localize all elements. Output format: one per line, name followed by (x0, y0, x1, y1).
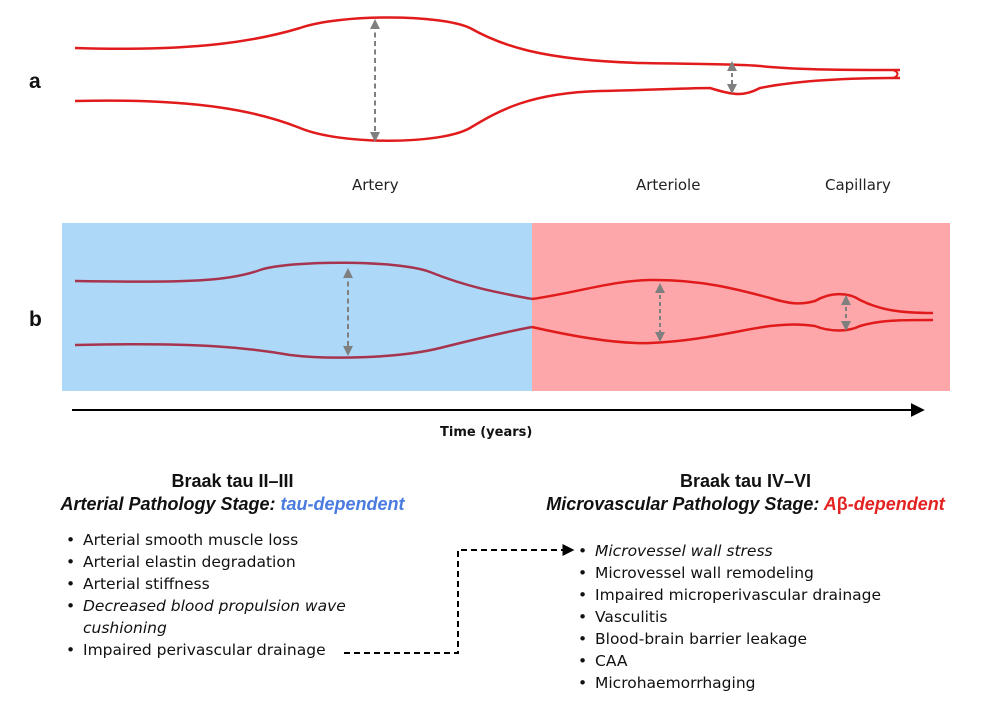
stage1-subtitle: Arterial Pathology Stage: tau-dependent (0, 493, 465, 516)
stage1-header: Braak tau II–III Arterial Pathology Stag… (0, 470, 465, 516)
panel-a-vessel (74, 16, 901, 142)
list-item: Microhaemorrhaging (578, 672, 988, 694)
list-item: Arterial smooth muscle loss (66, 529, 366, 551)
list-item: Blood-brain barrier leakage (578, 628, 988, 650)
panel-label-a: a (29, 70, 41, 93)
stage1-background (62, 223, 532, 391)
stage2-subtitle-highlight-a: A (823, 494, 837, 514)
vessel-diagram (62, 16, 950, 417)
list-item: CAA (578, 650, 988, 672)
list-item: Arterial stiffness (66, 573, 366, 595)
stage2-subtitle-prefix: Microvascular Pathology Stage: (546, 494, 824, 514)
stage2-header: Braak tau IV–VI Microvascular Pathology … (500, 470, 991, 516)
stage1-subtitle-highlight: tau-dependent (280, 494, 405, 514)
panel-b-artery-lower-wall (74, 325, 533, 359)
artery-label: Artery (352, 176, 399, 194)
list-item: Impaired microperivascular drainage (578, 584, 988, 606)
panel-a-upper-wall (74, 16, 901, 72)
list-item: Vasculitis (578, 606, 988, 628)
stage2-background (532, 223, 950, 391)
list-item: Decreased blood propulsion wave cushioni… (66, 595, 366, 639)
capillary-label: Capillary (825, 176, 891, 194)
panel-a-tip-curve (892, 69, 899, 79)
stage1-list: Arterial smooth muscle loss Arterial ela… (66, 529, 366, 661)
stage2-title: Braak tau IV–VI (679, 471, 812, 491)
stage2-subtitle: Microvascular Pathology Stage: Aβ-depend… (500, 493, 991, 516)
stage2-subtitle-highlight-rest: -dependent (847, 494, 945, 514)
list-item: Microvessel wall remodeling (578, 562, 988, 584)
stage-connector-arrow (344, 544, 575, 654)
stage1-title: Braak tau II–III (171, 471, 294, 491)
panel-b-artery (74, 261, 533, 359)
panel-b-micro-lower-wall (531, 318, 934, 345)
time-axis-label: Time (years) (440, 425, 533, 440)
list-item: Arterial elastin degradation (66, 551, 366, 573)
panel-label-b: b (29, 308, 42, 331)
panel-b-micro-upper-wall (531, 278, 934, 315)
panel-b-microvessels (531, 278, 934, 345)
list-item: Impaired perivascular drainage (66, 639, 366, 661)
panel-a-lower-wall (74, 76, 901, 142)
stage2-subtitle-highlight-beta: β (836, 494, 848, 514)
list-item: Microvessel wall stress (578, 540, 988, 562)
arteriole-label: Arteriole (636, 176, 701, 194)
stage1-subtitle-prefix: Arterial Pathology Stage: (60, 494, 281, 514)
panel-b-artery-upper-wall (74, 261, 533, 301)
stage2-list: Microvessel wall stress Microvessel wall… (578, 540, 988, 694)
